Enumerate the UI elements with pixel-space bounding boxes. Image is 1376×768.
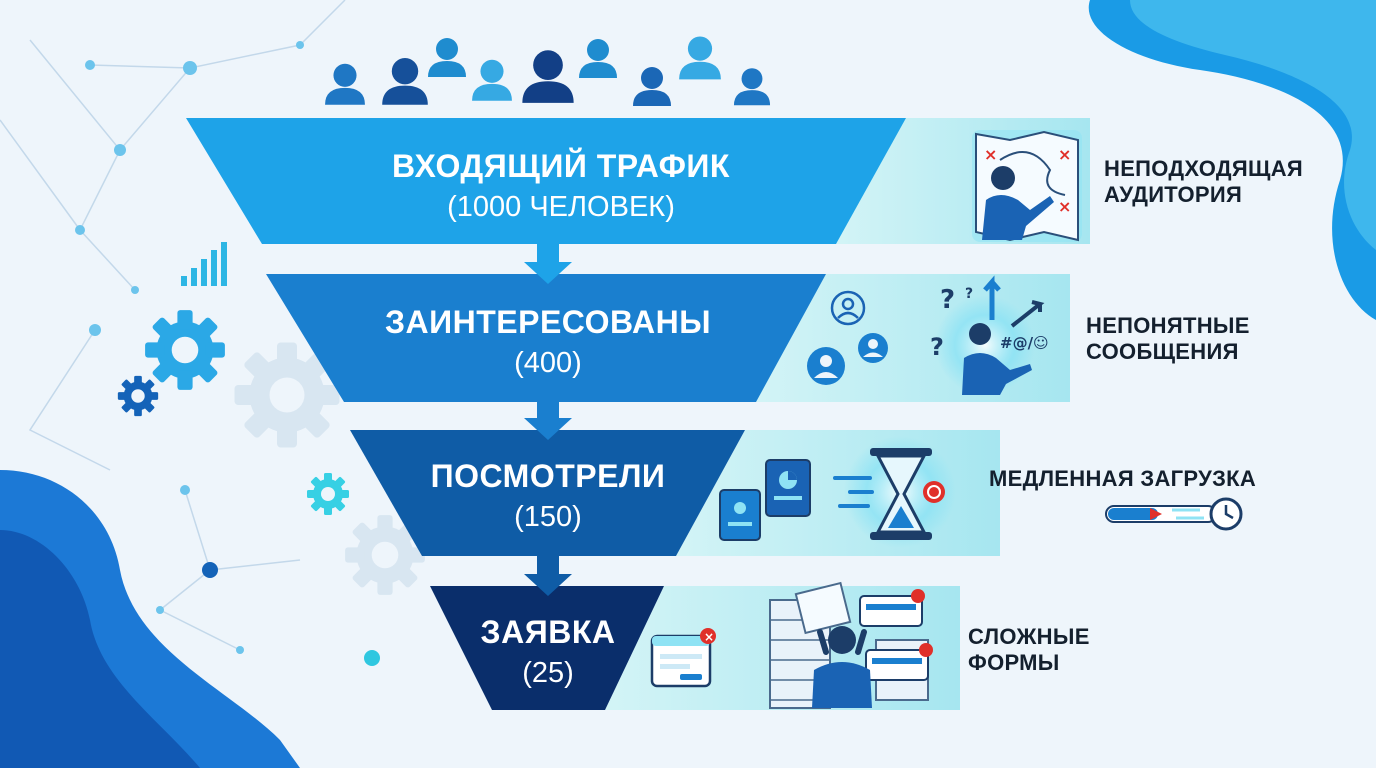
gear-icon [117,375,159,417]
problem-label-forms: СЛОЖНЫЕ ФОРМЫ [968,624,1090,676]
svg-text:?: ? [965,286,973,302]
funnel [186,118,906,710]
presenter-with-map-icon: × × × [972,130,1082,242]
top-right-wave-light [1130,0,1376,250]
problem-line: ФОРМЫ [968,649,1060,675]
problem-line: НЕПОДХОДЯЩАЯ [1104,156,1304,181]
audience-crowd-icon [325,36,771,106]
overwhelmed-person-icon [769,581,933,709]
stage-title: ЗАЯВКА [480,614,616,650]
stage-label-interested: ЗАИНТЕРЕСОВАНЫ (400) [318,304,778,380]
svg-text:×: × [704,630,714,644]
funnel-arrow-icon [524,552,572,596]
problem-line: СЛОЖНЫЕ [968,624,1090,649]
svg-text:×: × [984,145,997,164]
problem-label-messages: НЕПОНЯТНЫЕ СООБЩЕНИЯ [1086,313,1250,365]
problem-line: АУДИТОРИЯ [1104,181,1243,207]
stage-label-viewed: ПОСМОТРЕЛИ (150) [318,458,778,534]
stage-count: (1000 ЧЕЛОВЕК) [447,190,675,223]
funnel-stage-traffic [186,118,906,244]
stage-title: ПОСМОТРЕЛИ [430,458,666,494]
svg-text:#@/☺: #@/☺ [1000,334,1049,352]
stage-label-traffic: ВХОДЯЩИЙ ТРАФИК (1000 ЧЕЛОВЕК) [331,148,791,224]
stage-count: (25) [522,656,574,689]
svg-text:?: ? [940,285,955,315]
problem-line: НЕПОНЯТНЫЕ [1086,313,1250,338]
gear-icon [145,310,225,390]
funnel-stage-application [430,586,664,710]
funnel-stage-interested [266,274,826,402]
stage-title: ВХОДЯЩИЙ ТРАФИК [392,148,730,184]
network-node-dark [202,562,218,578]
books-icon [719,459,811,541]
svg-text:?: ? [930,333,944,361]
loading-bar-icon [1105,497,1243,531]
problem-line: МЕДЛЕННАЯ ЗАГРУЗКА [989,466,1257,491]
confused-person-icon: ? ? ? #@/☺ [930,275,1049,395]
funnel-stage-viewed [350,430,745,556]
hourglass-icon [833,436,956,548]
user-avatars-icon [807,333,888,385]
funnel-arrow-icon [524,240,572,284]
problem-line: СООБЩЕНИЯ [1086,338,1239,364]
form-window-icon: × [650,628,716,688]
stage-label-application: ЗАЯВКА (25) [398,614,698,690]
bar-chart-icon [181,242,227,286]
stage-title: ЗАИНТЕРЕСОВАНЫ [384,304,712,340]
bottom-left-wave-light [0,530,200,768]
svg-text:×: × [1058,145,1071,164]
funnel-arrow-icon [524,398,572,440]
problem-label-audience: НЕПОДХОДЯЩАЯ АУДИТОРИЯ [1104,156,1303,208]
stage-count: (150) [514,500,582,533]
network-node-cyan [364,650,380,666]
user-avatars-icon [830,290,866,326]
network-nodes [75,41,304,654]
svg-text:×: × [1058,197,1071,216]
problem-label-loading: МЕДЛЕННАЯ ЗАГРУЗКА [989,466,1256,492]
stage-count: (400) [514,346,582,379]
